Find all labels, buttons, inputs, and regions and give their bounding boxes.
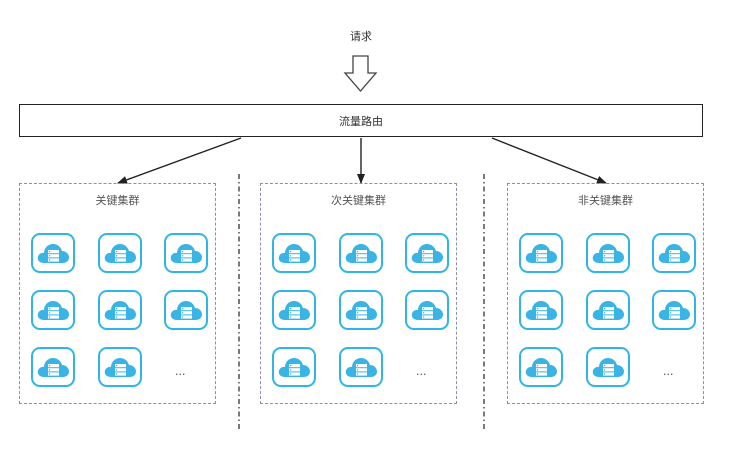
cloud-server-icon (36, 298, 70, 322)
cloud-server-icon (103, 241, 137, 265)
cloud-server-node (519, 233, 563, 273)
traffic-router-box: 流量路由 (19, 104, 703, 137)
cloud-server-icon (344, 355, 378, 379)
cluster-1: 关键集群 ... (19, 183, 216, 404)
cloud-server-icon (524, 355, 558, 379)
cluster-2: 次关键集群 ... (260, 183, 457, 404)
arrow-to-cluster-1 (117, 137, 242, 184)
cloud-server-node (272, 290, 316, 330)
cloud-server-node (339, 290, 383, 330)
cloud-server-node (31, 290, 75, 330)
cloud-server-node (586, 347, 630, 387)
cloud-server-icon (103, 355, 137, 379)
arrow-to-cluster-3 (491, 137, 607, 184)
cloud-server-icon (103, 298, 137, 322)
cloud-server-node (519, 347, 563, 387)
cloud-server-icon (36, 241, 70, 265)
cloud-server-icon (591, 298, 625, 322)
cloud-server-icon (591, 241, 625, 265)
cloud-server-node (405, 233, 449, 273)
cloud-server-icon (277, 298, 311, 322)
cloud-server-node (272, 347, 316, 387)
cloud-server-icon (591, 355, 625, 379)
cloud-server-node (519, 290, 563, 330)
more-nodes-ellipsis: ... (416, 365, 427, 378)
cloud-server-icon (36, 355, 70, 379)
cloud-server-node (586, 233, 630, 273)
traffic-router-label: 流量路由 (339, 114, 383, 128)
cluster-3: 非关键集群 ... (507, 183, 704, 404)
cloud-server-node (31, 233, 75, 273)
more-nodes-ellipsis: ... (175, 365, 186, 378)
cloud-server-node (652, 290, 696, 330)
cloud-server-node (98, 290, 142, 330)
cluster-title: 非关键集群 (578, 194, 633, 207)
request-arrow (343, 55, 378, 92)
cloud-server-icon (524, 241, 558, 265)
cloud-server-icon (169, 241, 203, 265)
cloud-server-node (339, 347, 383, 387)
cloud-server-icon (344, 241, 378, 265)
cluster-title: 关键集群 (95, 194, 140, 207)
cloud-server-node (164, 233, 208, 273)
cloud-server-node (272, 233, 316, 273)
cloud-server-icon (410, 298, 444, 322)
cloud-server-icon (169, 298, 203, 322)
cloud-server-node (405, 290, 449, 330)
cloud-server-icon (524, 298, 558, 322)
cloud-server-icon (277, 241, 311, 265)
cloud-server-icon (657, 241, 691, 265)
cloud-server-node (164, 290, 208, 330)
cloud-server-node (98, 347, 142, 387)
cloud-server-node (586, 290, 630, 330)
cloud-server-node (31, 347, 75, 387)
cloud-server-icon (657, 298, 691, 322)
cloud-server-node (652, 233, 696, 273)
cloud-server-icon (410, 241, 444, 265)
more-nodes-ellipsis: ... (663, 365, 674, 378)
cloud-server-node (98, 233, 142, 273)
cloud-server-icon (344, 298, 378, 322)
cluster-title: 次关键集群 (331, 194, 386, 207)
cloud-server-node (339, 233, 383, 273)
request-label: 请求 (350, 30, 372, 43)
cloud-server-icon (277, 355, 311, 379)
